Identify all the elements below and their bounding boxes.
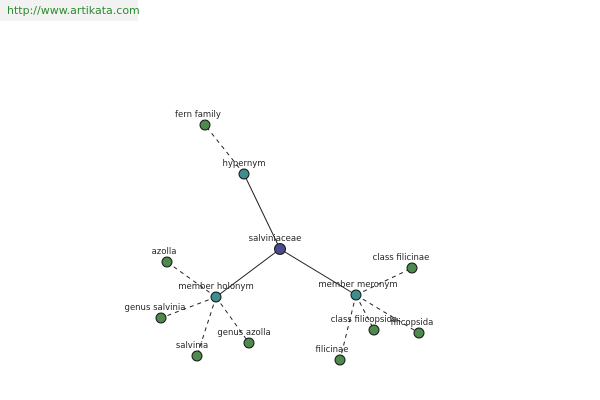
node-label-member-holonym[interactable]: member holonym: [178, 282, 253, 292]
site-url-link[interactable]: http://www.artikata.com: [0, 0, 140, 21]
edge-member-meronym-to-class-filicopsida: [355, 294, 375, 331]
node-label-member-meronym[interactable]: member meronym: [318, 280, 397, 290]
node-label-azolla[interactable]: azolla: [152, 247, 177, 257]
node-class-filicinae[interactable]: [406, 262, 418, 274]
node-hypernym[interactable]: [238, 168, 250, 180]
node-label-hypernym[interactable]: hypernym: [222, 159, 265, 169]
node-genus-azolla[interactable]: [243, 337, 255, 349]
edges-layer: [160, 124, 420, 361]
edge-member-holonym-to-genus-azolla: [215, 296, 250, 344]
edge-member-holonym-to-genus-salvinia: [160, 296, 217, 319]
node-label-class-filicopsida[interactable]: class filicopsida: [331, 315, 398, 325]
node-label-genus-azolla[interactable]: genus azolla: [217, 328, 270, 338]
node-label-salvinia[interactable]: salvinia: [176, 341, 208, 351]
edge-hypernym-to-fern-family: [204, 124, 245, 175]
node-label-salviniaceae[interactable]: salviniaceae: [249, 234, 302, 244]
node-filicopsida[interactable]: [413, 327, 425, 339]
node-label-fern-family[interactable]: fern family: [175, 110, 221, 120]
node-member-meronym[interactable]: [350, 289, 362, 301]
edge-salviniaceae-to-member-holonym: [215, 248, 281, 298]
node-class-filicopsida[interactable]: [368, 324, 380, 336]
node-label-filicinae[interactable]: filicinae: [316, 345, 349, 355]
node-label-class-filicinae[interactable]: class filicinae: [373, 253, 430, 263]
node-salviniaceae[interactable]: [274, 243, 286, 255]
edge-member-meronym-to-filicinae: [339, 294, 357, 361]
edge-member-meronym-to-class-filicinae: [355, 267, 413, 296]
nodes-layer: [155, 119, 425, 366]
edge-salviniaceae-to-hypernym: [243, 173, 281, 250]
edge-member-holonym-to-azolla: [166, 261, 217, 298]
edge-salviniaceae-to-member-meronym: [279, 248, 357, 296]
node-label-filicopsida[interactable]: filicopsida: [391, 318, 434, 328]
node-salvinia[interactable]: [191, 350, 203, 362]
edge-member-holonym-to-salvinia: [196, 296, 217, 357]
node-label-genus-salvinia[interactable]: genus salvinia: [125, 303, 186, 313]
node-genus-salvinia[interactable]: [155, 312, 167, 324]
labels-layer: salviniaceae hypernym member holonym member…: [125, 110, 434, 355]
node-azolla[interactable]: [161, 256, 173, 268]
node-member-holonym[interactable]: [210, 291, 222, 303]
node-filicinae[interactable]: [334, 354, 346, 366]
node-fern-family[interactable]: [199, 119, 211, 131]
